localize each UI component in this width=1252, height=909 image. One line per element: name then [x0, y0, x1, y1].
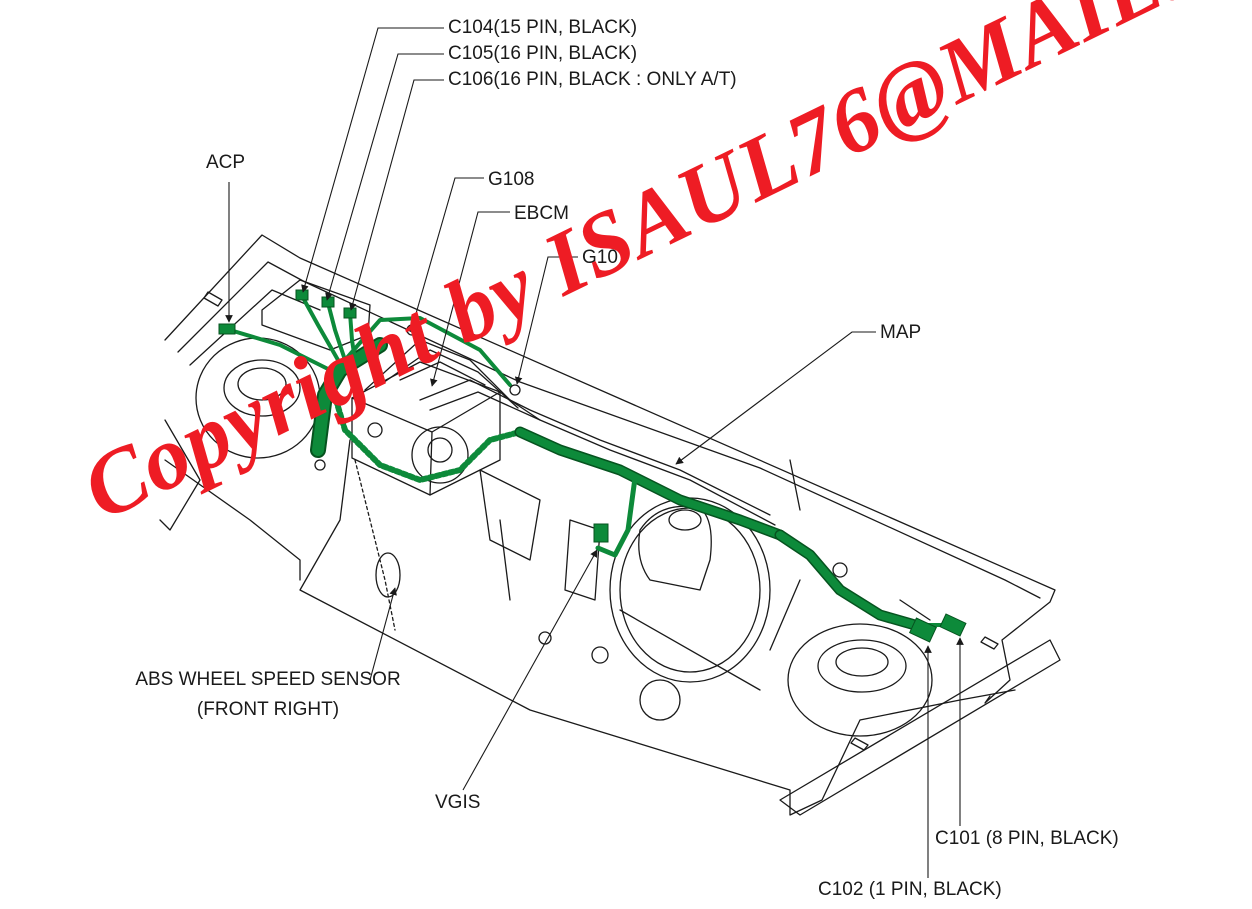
seam-lines [499, 459, 931, 691]
reservoir [638, 505, 712, 591]
support-bracket-2 [564, 519, 601, 601]
label-abs-front-right: (FRONT RIGHT) [196, 699, 340, 720]
leader-c105 [325, 53, 444, 301]
cowl-outline [164, 234, 1056, 704]
label-c105: C105(16 PIN, BLACK) [448, 43, 638, 64]
left-strut-inner [223, 359, 301, 417]
right-strut-cap [835, 647, 889, 677]
harness-to-firewall-fill [516, 428, 784, 539]
left-fender-edge [159, 419, 201, 531]
label-c106: C106(16 PIN, BLACK : ONLY A/T) [448, 69, 737, 90]
harness-branch-c104 [300, 294, 340, 362]
label-g107: G107 [582, 247, 629, 268]
harness-vgis-drop [595, 475, 638, 558]
harness-to-c101-c102-fill [776, 531, 919, 629]
support-bracket [479, 469, 541, 561]
left-bay-floor [164, 459, 301, 581]
brake-booster-rim [619, 507, 761, 673]
leader-abs [369, 587, 397, 681]
abs-bolt [367, 422, 383, 438]
bay-hole-5 [314, 459, 326, 471]
label-c104: C104(15 PIN, BLACK) [448, 17, 638, 38]
abs-modulator-front [429, 431, 433, 496]
leader-ebcm [430, 211, 510, 387]
harness-branch-acp [228, 328, 332, 372]
brake-line-2 [379, 349, 519, 409]
right-strut-tower [787, 623, 933, 737]
brake-line-5 [429, 391, 776, 526]
label-g108: G108 [488, 169, 535, 190]
abs-modulator [351, 361, 501, 496]
label-ebcm: EBCM [514, 203, 569, 224]
brake-line-4 [419, 379, 771, 516]
bay-hole-4 [832, 562, 848, 578]
harness-branch-c106 [348, 311, 357, 362]
cowl-tabs [203, 291, 999, 751]
abs-motor [411, 426, 469, 484]
right-strut-inner [817, 639, 907, 693]
c101-connector [939, 613, 967, 637]
c102-connector [908, 617, 938, 643]
abs-motor-hub [427, 437, 453, 463]
leader-vgis [462, 549, 598, 791]
brake-line-1 [364, 339, 541, 421]
label-acp: ACP [206, 152, 246, 173]
bay-hole-1 [639, 679, 681, 721]
harness-dotted-lower [327, 377, 523, 483]
abs-sensor-cable [354, 459, 396, 631]
harness-branch-g108 [343, 316, 512, 387]
harness-branch-c105 [326, 301, 347, 362]
leader-c104 [301, 27, 444, 293]
vgis-connector [593, 523, 609, 543]
leader-map [675, 331, 876, 465]
reservoir-cap [668, 509, 702, 531]
label-vgis: VGIS [435, 792, 481, 813]
label-map: MAP [880, 322, 922, 343]
g108-ground [406, 324, 418, 336]
g107-ground [509, 384, 521, 396]
label-abs-wheel-speed-sensor: ABS WHEEL SPEED SENSOR [135, 669, 401, 690]
left-strut-cap [237, 367, 287, 401]
firewall-panel [299, 439, 1016, 816]
label-c102: C102 (1 PIN, BLACK) [818, 879, 1002, 900]
leader-g107 [514, 256, 578, 385]
leader-c106 [349, 79, 444, 311]
brake-line-3 [399, 361, 486, 386]
acp-connector [218, 323, 236, 335]
abs-sensor-grommet [375, 552, 401, 598]
leader-g108 [411, 177, 484, 325]
bay-hole-2 [591, 646, 609, 664]
c104-connector [295, 289, 309, 301]
label-c101: C101 (8 PIN, BLACK) [935, 828, 1119, 849]
